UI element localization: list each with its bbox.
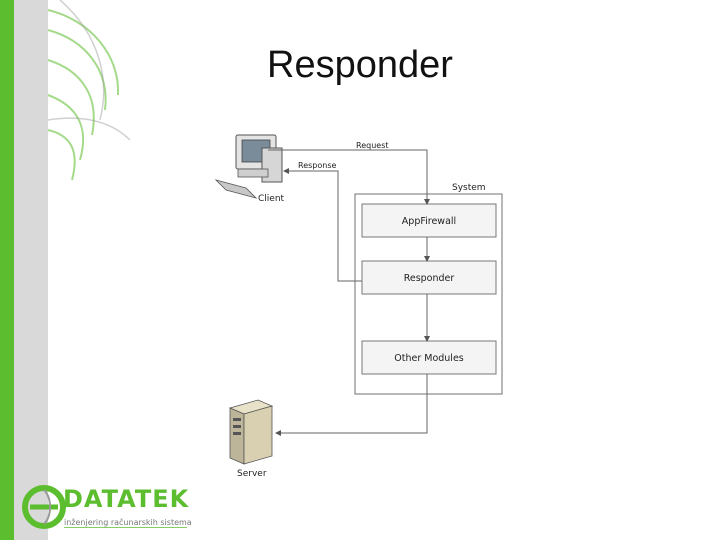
logo-tagline: inženjering računarskih sistema <box>64 518 192 527</box>
slide-title: Responder <box>267 44 453 86</box>
globe-decoration-icon <box>47 0 131 181</box>
system-container <box>354 193 503 395</box>
server-tower-icon <box>228 399 274 465</box>
request-arrow <box>268 149 430 205</box>
box-label-other-modules: Other Modules <box>394 353 464 364</box>
left-gray-bar <box>14 0 48 540</box>
module-box-other-modules: Other Modules <box>361 340 497 375</box>
response-label: Response <box>298 161 337 170</box>
server-label: Server <box>237 469 267 479</box>
module-box-responder: Responder <box>361 260 497 295</box>
logo-name: DATATEK <box>63 485 190 513</box>
datatek-logo-icon <box>22 485 187 529</box>
box-label-responder: Responder <box>404 273 455 284</box>
client-label: Client <box>258 194 285 204</box>
module-box-appfirewall: AppFirewall <box>361 203 497 238</box>
modules-to-server-arrow <box>275 374 428 436</box>
response-arrow <box>283 168 362 282</box>
request-label: Request <box>356 141 389 150</box>
client-computer-icon <box>214 134 283 199</box>
system-label: System <box>452 183 486 193</box>
box-label-appfirewall: AppFirewall <box>402 216 456 227</box>
left-accent-bar <box>0 0 14 540</box>
